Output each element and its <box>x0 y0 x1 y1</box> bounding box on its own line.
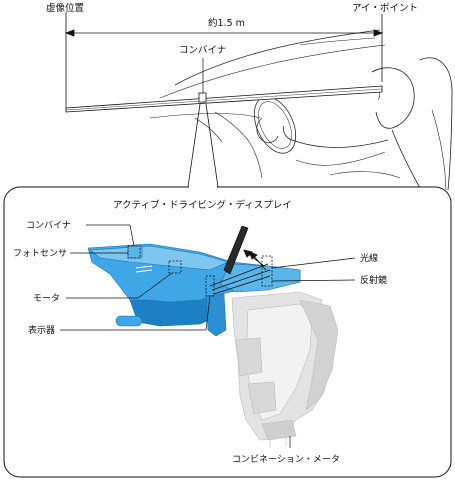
reflector-label: 反射鏡 <box>360 274 387 286</box>
virtual-image-label: 虚像位置 <box>46 2 84 14</box>
combination-meter-label: コンビネーション・メータ <box>232 454 340 465</box>
hud-unit <box>87 243 301 337</box>
distance-dimension <box>64 12 384 108</box>
distance-label: 約1.5 m <box>208 17 245 29</box>
light-rays <box>209 249 271 295</box>
light-ray-label: 光線 <box>360 252 378 264</box>
sightline-band <box>65 85 383 113</box>
display-label: 表示器 <box>28 324 55 336</box>
leader-lines <box>60 224 356 448</box>
combiner-label: コンバイナ <box>26 220 71 231</box>
photo-sensor-label: フォトセンサ <box>13 248 67 259</box>
eye-point-label: アイ・ポイント <box>352 3 418 14</box>
combiner-marker <box>198 58 207 103</box>
callout-pointer <box>187 103 219 188</box>
car-interior-scene <box>149 29 453 191</box>
combiner-top-label: コンバイナ <box>179 45 226 56</box>
callout-title: アクティブ・ドライビング・ディスプレイ <box>113 199 292 211</box>
combiner-glass <box>223 225 249 275</box>
motor-label: モータ <box>33 293 60 304</box>
combination-meter <box>231 291 339 448</box>
callout-box <box>3 186 452 478</box>
